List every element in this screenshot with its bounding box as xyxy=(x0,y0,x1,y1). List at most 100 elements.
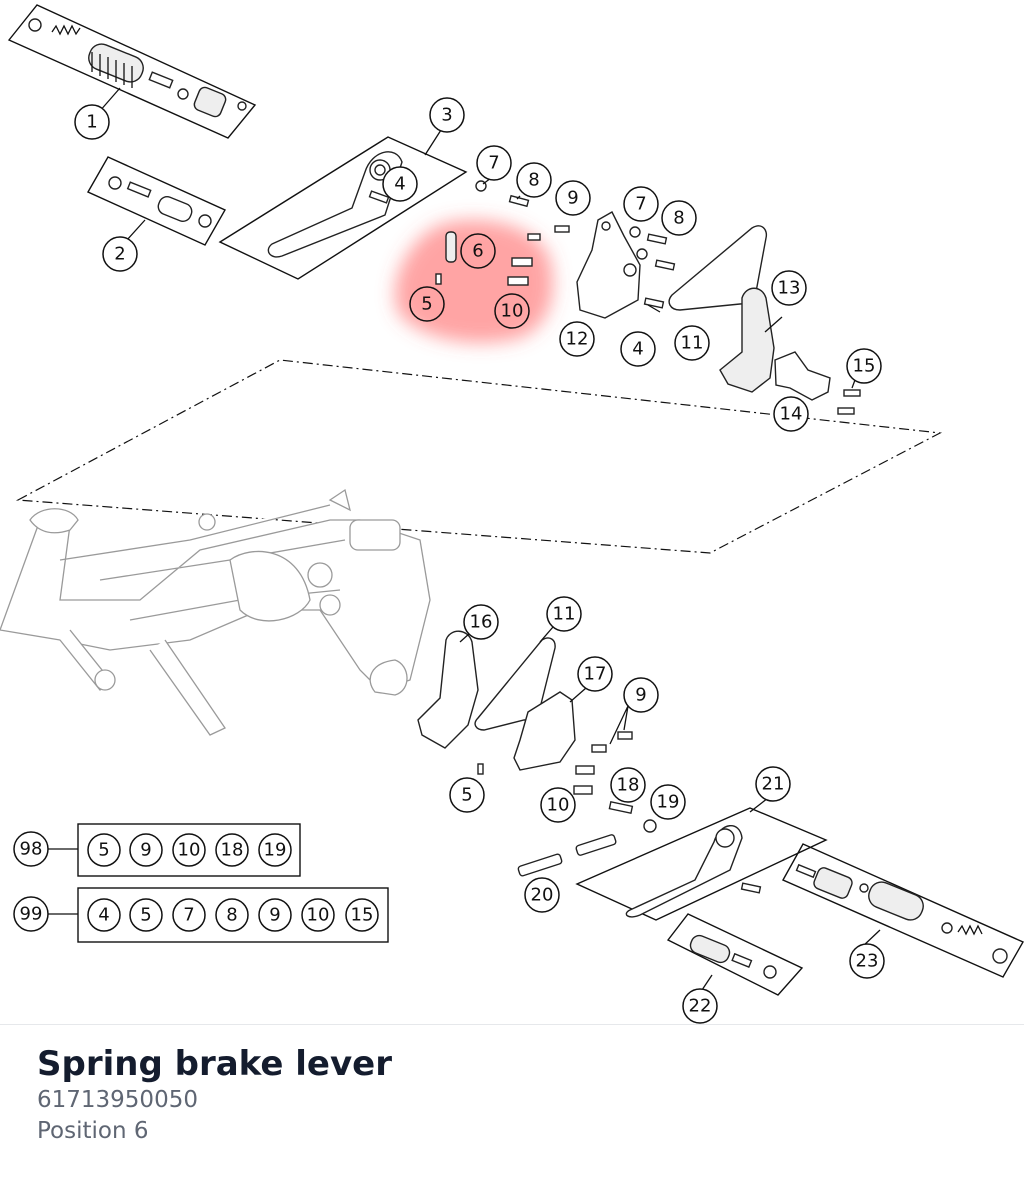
assembly-21 xyxy=(575,807,828,921)
kit-99-box xyxy=(77,887,389,943)
motorcycle-frame xyxy=(0,488,431,736)
divider xyxy=(0,1024,1024,1025)
callout-8b[interactable]: 8 xyxy=(661,200,697,236)
callout-label: 7 xyxy=(488,153,499,174)
callout-label: 99 xyxy=(20,904,43,925)
callout-3[interactable]: 3 xyxy=(429,97,465,133)
footrest-bracket-16 xyxy=(417,630,479,749)
part-info: Spring brake lever 61713950050 Position … xyxy=(37,1043,392,1147)
small-hardware-lower xyxy=(477,731,762,894)
callout-label: 21 xyxy=(762,774,785,795)
callout-19[interactable]: 19 xyxy=(650,784,686,820)
callout-11b[interactable]: 11 xyxy=(546,596,582,632)
callout-17[interactable]: 17 xyxy=(577,656,613,692)
kit-98-item[interactable]: 5 xyxy=(87,833,121,867)
callout-label: 19 xyxy=(657,792,680,813)
kit-99-item[interactable]: 7 xyxy=(172,898,206,932)
callout-5a[interactable]: 5 xyxy=(409,286,445,322)
callout-label: 15 xyxy=(853,356,876,377)
screw-15a xyxy=(843,389,861,397)
part-number: 61713950050 xyxy=(37,1087,198,1113)
callout-label: 7 xyxy=(635,194,646,215)
callout-12[interactable]: 12 xyxy=(559,321,595,357)
kit-99-item[interactable]: 8 xyxy=(215,898,249,932)
callout-label: 4 xyxy=(632,339,643,360)
highlight-area xyxy=(394,220,554,343)
footpeg-mount-14 xyxy=(774,351,831,401)
callout-20[interactable]: 20 xyxy=(524,877,560,913)
part-name: Spring brake lever xyxy=(37,1044,392,1084)
callout-label: 6 xyxy=(472,241,483,262)
callout-13[interactable]: 13 xyxy=(771,270,807,306)
callout-label: 5 xyxy=(140,905,151,926)
callout-label: 9 xyxy=(269,905,280,926)
callout-5b[interactable]: 5 xyxy=(449,777,485,813)
callout-label: 98 xyxy=(20,839,43,860)
assembly-23 xyxy=(782,843,1024,978)
callout-4b[interactable]: 4 xyxy=(620,331,656,367)
callout-6[interactable]: 6 xyxy=(460,233,496,269)
callout-9b[interactable]: 9 xyxy=(623,677,659,713)
footrest-bracket-13 xyxy=(719,287,775,393)
callout-label: 13 xyxy=(778,278,801,299)
kit-99-item[interactable]: 9 xyxy=(258,898,292,932)
callout-label: 2 xyxy=(114,244,125,265)
callout-label: 3 xyxy=(441,105,452,126)
kit-99-item[interactable]: 5 xyxy=(129,898,163,932)
callout-label: 16 xyxy=(470,612,493,633)
callout-label: 8 xyxy=(673,208,684,229)
callout-4a[interactable]: 4 xyxy=(382,166,418,202)
assembly-2 xyxy=(87,156,226,246)
callout-label: 23 xyxy=(856,951,879,972)
assembly-3 xyxy=(218,136,468,280)
kit-98-item[interactable]: 18 xyxy=(215,833,249,867)
callout-label: 19 xyxy=(264,840,287,861)
callout-label: 15 xyxy=(351,905,374,926)
exploded-parts-diagram: 1 2 3 4 6 5 10 7 8 9 7 8 13 12 4 11 15 1… xyxy=(0,4,1024,1024)
callout-label: 11 xyxy=(553,604,576,625)
mounting-outline xyxy=(15,359,943,554)
callout-label: 9 xyxy=(140,840,151,861)
callout-label: 12 xyxy=(566,329,589,350)
kit-98-item[interactable]: 9 xyxy=(129,833,163,867)
callout-label: 20 xyxy=(531,885,554,906)
kit-98-item[interactable]: 19 xyxy=(258,833,292,867)
kit-99-item[interactable]: 10 xyxy=(301,898,335,932)
callout-2[interactable]: 2 xyxy=(102,236,138,272)
callout-10b[interactable]: 10 xyxy=(540,787,576,823)
callout-7a[interactable]: 7 xyxy=(476,145,512,181)
assembly-22 xyxy=(666,913,804,996)
bracket-12 xyxy=(576,211,676,319)
callout-label: 11 xyxy=(681,333,704,354)
callout-99[interactable]: 99 xyxy=(13,896,49,932)
callout-9a[interactable]: 9 xyxy=(555,180,591,216)
callout-18[interactable]: 18 xyxy=(610,767,646,803)
kit-98-box xyxy=(77,823,301,877)
small-hardware-upper xyxy=(435,180,570,286)
kit-99-item[interactable]: 15 xyxy=(345,898,379,932)
callout-98[interactable]: 98 xyxy=(13,831,49,867)
callout-8a[interactable]: 8 xyxy=(516,162,552,198)
callout-label: 18 xyxy=(617,775,640,796)
callout-15[interactable]: 15 xyxy=(846,348,882,384)
callout-label: 9 xyxy=(567,188,578,209)
callout-22[interactable]: 22 xyxy=(682,988,718,1024)
kit-98-item[interactable]: 10 xyxy=(172,833,206,867)
callout-label: 9 xyxy=(635,685,646,706)
callout-label: 17 xyxy=(584,664,607,685)
callout-10a[interactable]: 10 xyxy=(494,293,530,329)
callout-16[interactable]: 16 xyxy=(463,604,499,640)
callout-11a[interactable]: 11 xyxy=(674,325,710,361)
callout-1[interactable]: 1 xyxy=(74,104,110,140)
callout-14[interactable]: 14 xyxy=(773,396,809,432)
callout-label: 8 xyxy=(528,170,539,191)
assembly-1 xyxy=(7,4,257,139)
callout-7b[interactable]: 7 xyxy=(623,186,659,222)
callout-label: 1 xyxy=(86,112,97,133)
kit-99-item[interactable]: 4 xyxy=(87,898,121,932)
callout-label: 4 xyxy=(98,905,109,926)
callout-21[interactable]: 21 xyxy=(755,766,791,802)
callout-label: 10 xyxy=(178,840,201,861)
callout-23[interactable]: 23 xyxy=(849,943,885,979)
callout-label: 8 xyxy=(226,905,237,926)
